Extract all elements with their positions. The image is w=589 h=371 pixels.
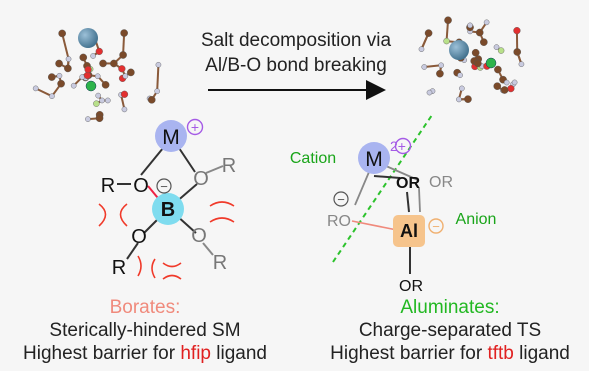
- ligand-or-right: OR: [429, 174, 453, 191]
- dication-charge-label: 2+: [390, 138, 406, 154]
- boron-atom-circle: [152, 193, 184, 225]
- aluminum-atom-box: [393, 215, 425, 247]
- aluminates-line2-prefix: Highest barrier for: [330, 343, 488, 364]
- borate-r-bottom-right: R: [213, 252, 227, 274]
- borate-molecule-model: [32, 28, 162, 123]
- decomposed-molecule-model: [418, 16, 525, 103]
- ligand-or-top: OR: [396, 175, 420, 192]
- borate-o-left: O: [133, 175, 149, 197]
- ligand-ro-left: RO: [327, 213, 351, 230]
- positive-charge-sign: +: [191, 119, 199, 135]
- ro-charge-circle: [333, 191, 349, 207]
- borates-caption: Borates: Sterically-hindered SM Highest …: [10, 296, 280, 365]
- ligand-or-bottom: OR: [399, 278, 423, 295]
- aluminates-line2-suffix: ligand: [513, 343, 570, 364]
- borate-r-right: R: [222, 155, 236, 177]
- aluminum-charge-circle: [428, 218, 444, 234]
- aluminates-line1: Charge-separated TS: [358, 320, 542, 341]
- aluminates-line2: Highest barrier for tftb ligand: [314, 342, 586, 365]
- borate-o-bottom-left: O: [131, 226, 147, 248]
- aluminum-symbol: Al: [400, 221, 418, 241]
- metal-symbol: M: [162, 126, 180, 149]
- aluminates-ligand-highlight: tftb: [487, 343, 514, 364]
- negative-charge-circle: [156, 178, 172, 194]
- arrow-label-line1: Salt decomposition via: [201, 30, 392, 51]
- charge-separation-line: [332, 114, 433, 263]
- anion-label: Anion: [456, 211, 497, 228]
- borates-line1: Sterically-hindered SM: [49, 320, 241, 341]
- aluminum-charge-sign: −: [432, 219, 440, 234]
- positive-charge-circle: [186, 118, 204, 136]
- borate-r-bottom-left: R: [112, 257, 126, 279]
- borate-scheme: M + B − R O O R O R O R: [98, 118, 236, 280]
- negative-charge-sign: −: [160, 179, 168, 194]
- dication-charge-circle: [394, 137, 412, 155]
- boron-symbol: B: [161, 199, 175, 221]
- steric-clash-arcs: [98, 201, 235, 280]
- borate-r-left: R: [101, 175, 115, 197]
- dication-circle: [358, 142, 390, 174]
- aluminate-metal-symbol: M: [365, 148, 383, 171]
- aluminate-scheme: M 2+ Al − − OR OR RO OR Cation Anion: [290, 114, 497, 295]
- borate-o-right: O: [193, 168, 209, 190]
- borates-title: Borates:: [109, 297, 181, 318]
- borates-line2-prefix: Highest barrier for: [23, 343, 181, 364]
- metal-cation-circle: [155, 120, 187, 152]
- aluminates-caption: Aluminates: Charge-separated TS Highest …: [314, 296, 586, 365]
- aluminates-title: Aluminates:: [400, 297, 500, 318]
- borates-line2-suffix: ligand: [210, 343, 267, 364]
- borates-line2: Highest barrier for hfip ligand: [10, 342, 280, 365]
- ro-charge-sign: −: [337, 192, 345, 207]
- borates-ligand-highlight: hfip: [180, 343, 211, 364]
- arrow-label-line2: Al/B-O bond breaking: [205, 55, 387, 76]
- cation-label: Cation: [290, 150, 336, 167]
- borate-o-bottom-right: O: [191, 225, 207, 247]
